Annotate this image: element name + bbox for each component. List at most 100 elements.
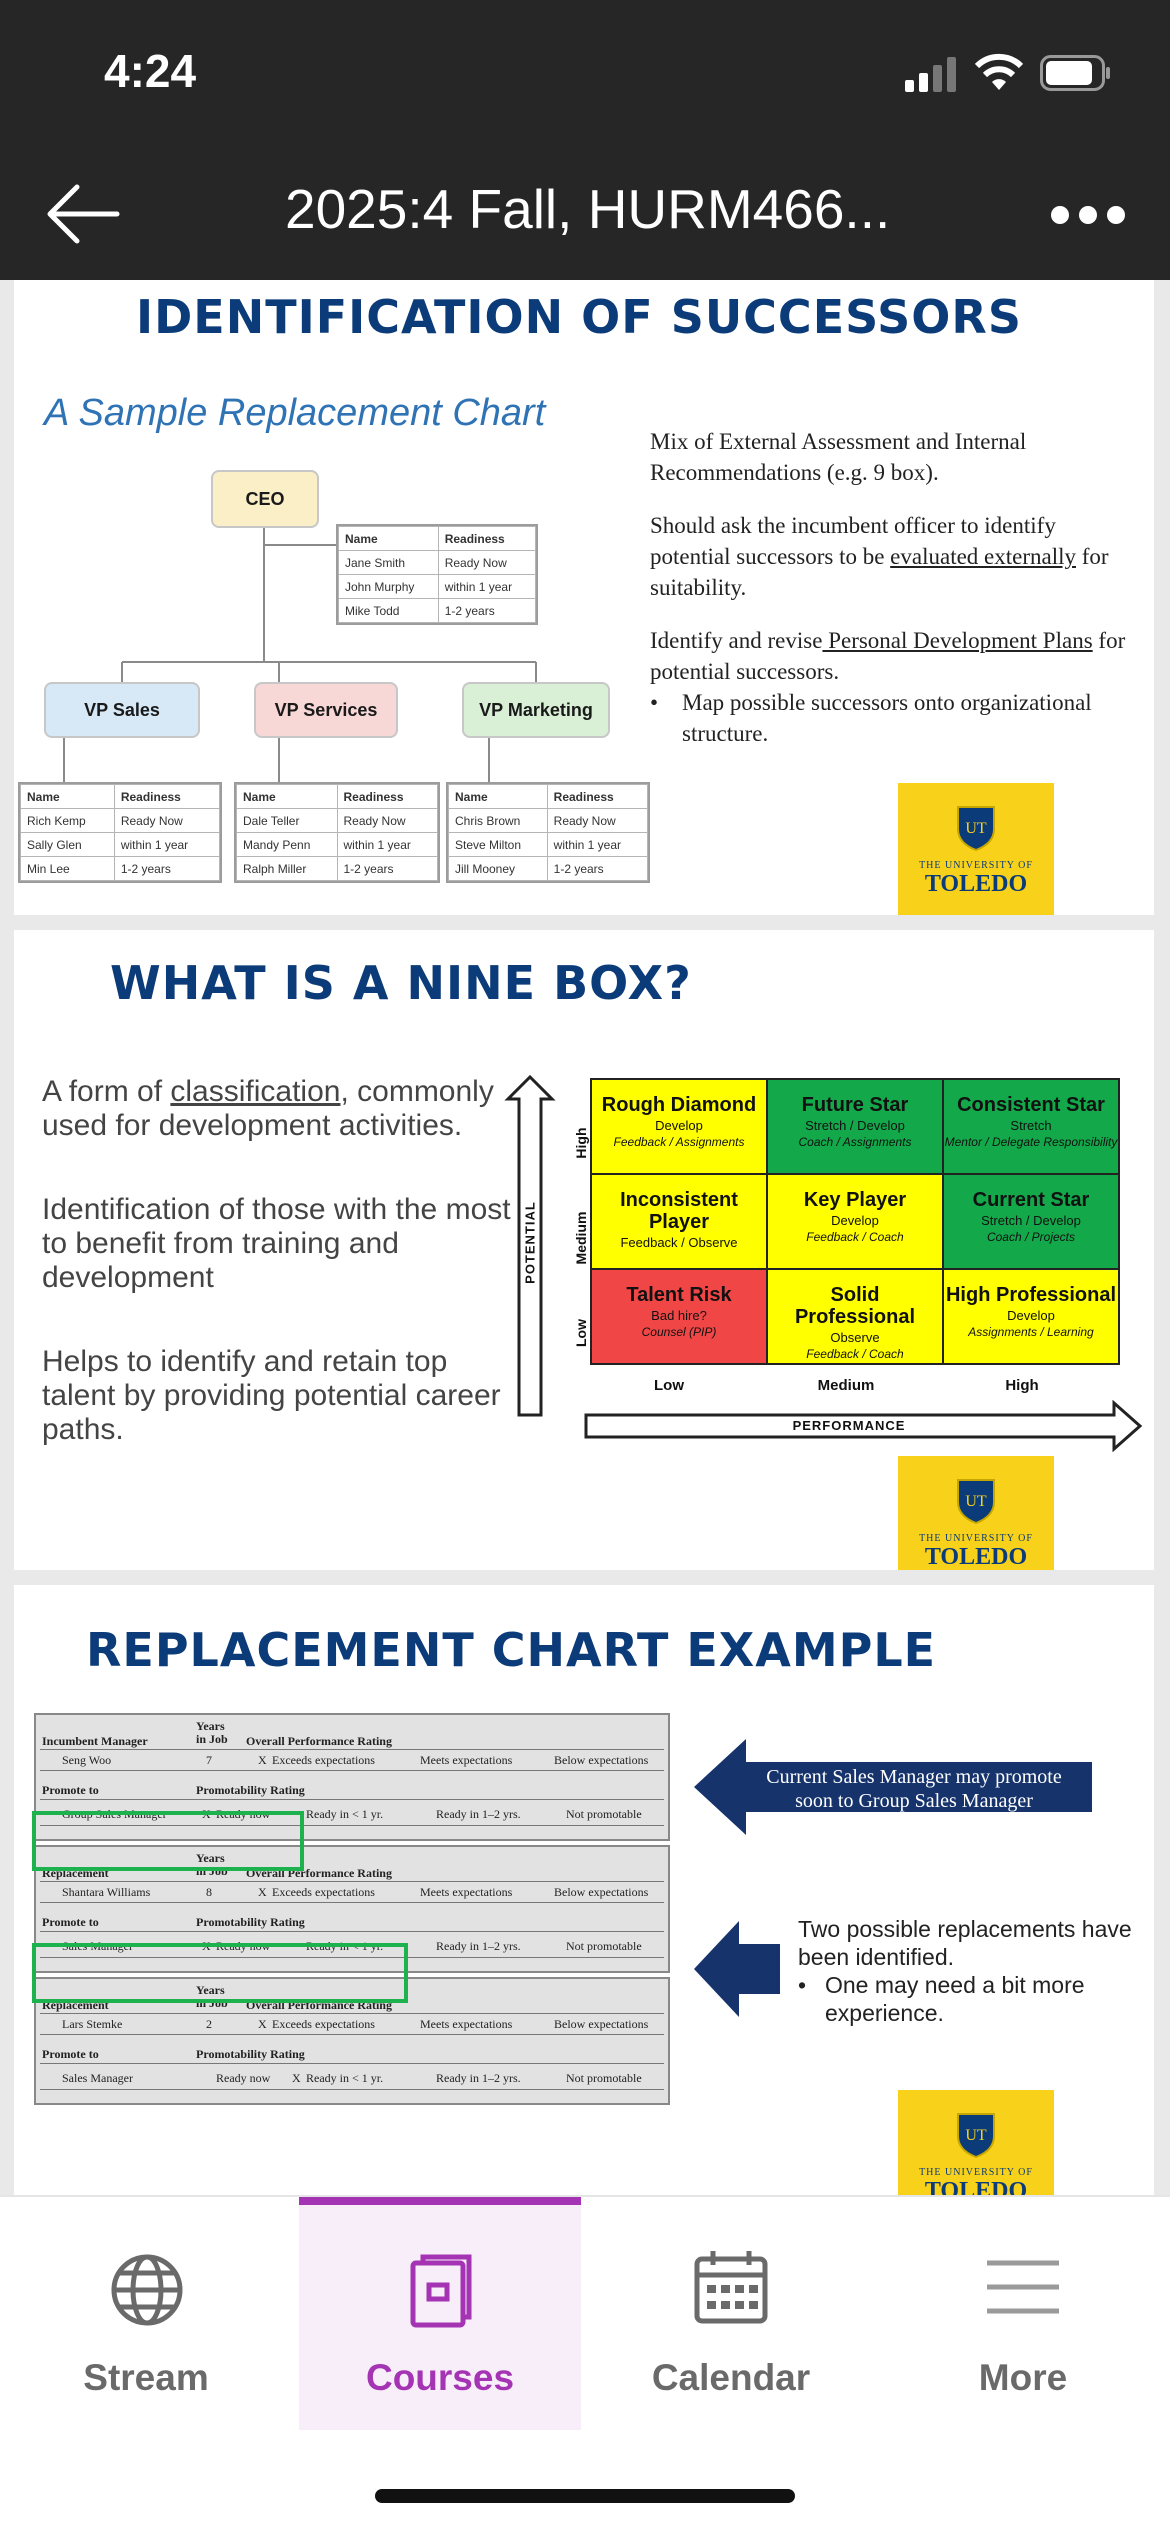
label-in-job: in Job [196, 1732, 228, 1746]
cell: within 1 year [546, 832, 649, 857]
menu-lines-icon [987, 2260, 1059, 2314]
nine-box-action: Develop [831, 1213, 879, 1228]
tab-stream[interactable]: Stream [5, 2197, 287, 2430]
shield-icon: UT [957, 1479, 995, 1524]
text: One may need a bit more experience. [825, 1972, 1085, 2026]
tab-more[interactable]: More [882, 2197, 1164, 2430]
divider [40, 2063, 664, 2064]
employee-name: Lars Stemke [62, 2017, 123, 2031]
nine-box-note: Feedback / Assignments [613, 1135, 745, 1149]
label-promote-to: Promote to [42, 2047, 99, 2061]
mark-x: X [292, 2071, 301, 2085]
divider [40, 1770, 664, 1771]
point-replacements: Two possible replacements have been iden… [798, 1916, 1132, 1970]
potential-label: POTENTIAL [522, 1201, 538, 1284]
nine-box-note: Assignments / Learning [968, 1325, 1094, 1339]
home-indicator[interactable] [375, 2489, 795, 2503]
tab-courses[interactable]: Courses [299, 2197, 581, 2430]
mark-x: X [258, 1753, 267, 1767]
col-label-high: High [1005, 1377, 1039, 1394]
promote-position: Sales Manager [62, 2071, 133, 2085]
tab-label: Calendar [651, 2357, 811, 2398]
slide2-text: A form of classification, commonly used … [42, 1075, 527, 1447]
highlight-box [32, 1811, 304, 1871]
cell: Ready Now [437, 550, 537, 575]
potential-axis-arrow [504, 1075, 556, 1417]
more-options-icon[interactable] [1050, 205, 1126, 225]
cell: Rich Kemp [20, 808, 115, 833]
nine-box-title: Solid Professional [794, 1284, 916, 1328]
cell: Ready Now [336, 808, 438, 833]
divider [40, 2034, 664, 2035]
point-identification: Identification of those with the most to… [42, 1193, 511, 1294]
text: , commonly used for development activiti… [42, 1075, 494, 1142]
logo-name: TOLEDO [924, 871, 1028, 897]
slide3-text: Two possible replacements have been iden… [798, 1915, 1138, 2027]
nine-box-title: Consistent Star [957, 1094, 1105, 1116]
slide-heading: REPLACEMENT CHART EXAMPLE [86, 1623, 937, 1677]
option-not-promotable: Not promotable [566, 1939, 642, 1953]
option-ready-1-2yr: Ready in 1–2 yrs. [436, 1807, 521, 1821]
logo-name: TOLEDO [924, 2178, 1028, 2195]
divider [40, 1931, 664, 1932]
mark-x: X [258, 2017, 267, 2031]
option-not-promotable: Not promotable [566, 2071, 642, 2085]
text-underlined: evaluated externally [890, 544, 1076, 569]
shield-icon: UT [957, 2113, 995, 2158]
option-not-promotable: Not promotable [566, 1807, 642, 1821]
shield-text: UT [965, 820, 987, 837]
cell: Ralph Miller [236, 856, 338, 881]
cell: within 1 year [336, 832, 438, 857]
col-name: Name [338, 526, 439, 551]
label-years: Years [196, 1851, 225, 1865]
cell: within 1 year [437, 574, 537, 599]
nine-box-title: Inconsistent Player [620, 1189, 738, 1233]
slide-nine-box: WHAT IS A NINE BOX? A form of classifica… [14, 930, 1154, 1570]
chart-title: A Sample Replacement Chart [44, 392, 546, 434]
globe-icon [111, 2254, 183, 2326]
nine-box-action: Develop [1007, 1308, 1055, 1323]
nine-box-action: Stretch / Develop [805, 1118, 905, 1133]
org-box-vp-sales: VP Sales [44, 682, 200, 738]
divider [40, 2089, 664, 2090]
slide-identification-of-successors: IDENTIFICATION OF SUCCESSORS A Sample Re… [14, 280, 1154, 915]
logo-small-text: THE UNIVERSITY OF [919, 2167, 1033, 2178]
point-assessment: Mix of External Assessment and Internal … [650, 429, 1027, 485]
org-box-ceo: CEO [211, 470, 319, 528]
col-name: Name [448, 784, 548, 809]
col-label-low: Low [654, 1377, 684, 1394]
shield-text: UT [965, 1493, 987, 1510]
logo-small-text: THE UNIVERSITY OF [919, 1533, 1033, 1544]
tab-calendar[interactable]: Calendar [590, 2197, 872, 2430]
university-logo: UT THE UNIVERSITY OF TOLEDO [898, 2090, 1054, 2195]
row-label-low: Low [573, 1319, 589, 1347]
back-arrow-icon[interactable] [45, 183, 121, 245]
row-label-high: High [573, 1127, 589, 1159]
text: Should ask the incumbent officer to iden… [650, 513, 1056, 569]
slides-viewer[interactable]: IDENTIFICATION OF SUCCESSORS A Sample Re… [0, 280, 1170, 2195]
point-retain: Helps to identify and retain top talent … [42, 1345, 501, 1446]
calendar-icon [694, 2251, 768, 2324]
status-time: 4:24 [104, 45, 197, 97]
cell: Steve Milton [448, 832, 548, 857]
cell: 1-2 years [546, 856, 649, 881]
cell: 1-2 years [437, 598, 537, 623]
status-bar: 4:24 [0, 0, 1170, 145]
option-exceeds: Exceeds expectations [272, 2017, 375, 2031]
nine-box-title: Current Star [972, 1189, 1090, 1211]
text-underlined: classification [170, 1075, 341, 1108]
org-chart-connectors [63, 528, 537, 785]
text: Map possible successors onto organizatio… [682, 690, 1092, 746]
callout-current-manager: Current Sales Manager may promote soon t… [766, 1766, 1062, 1812]
nine-box-title: High Professional [945, 1284, 1117, 1306]
option-ready-1-2yr: Ready in 1–2 yrs. [436, 1939, 521, 1953]
course-book-icon [410, 2254, 472, 2328]
cell: Jill Mooney [448, 856, 548, 881]
option-ready-1yr: Ready in < 1 yr. [306, 2071, 384, 2085]
cell: Ready Now [546, 808, 649, 833]
